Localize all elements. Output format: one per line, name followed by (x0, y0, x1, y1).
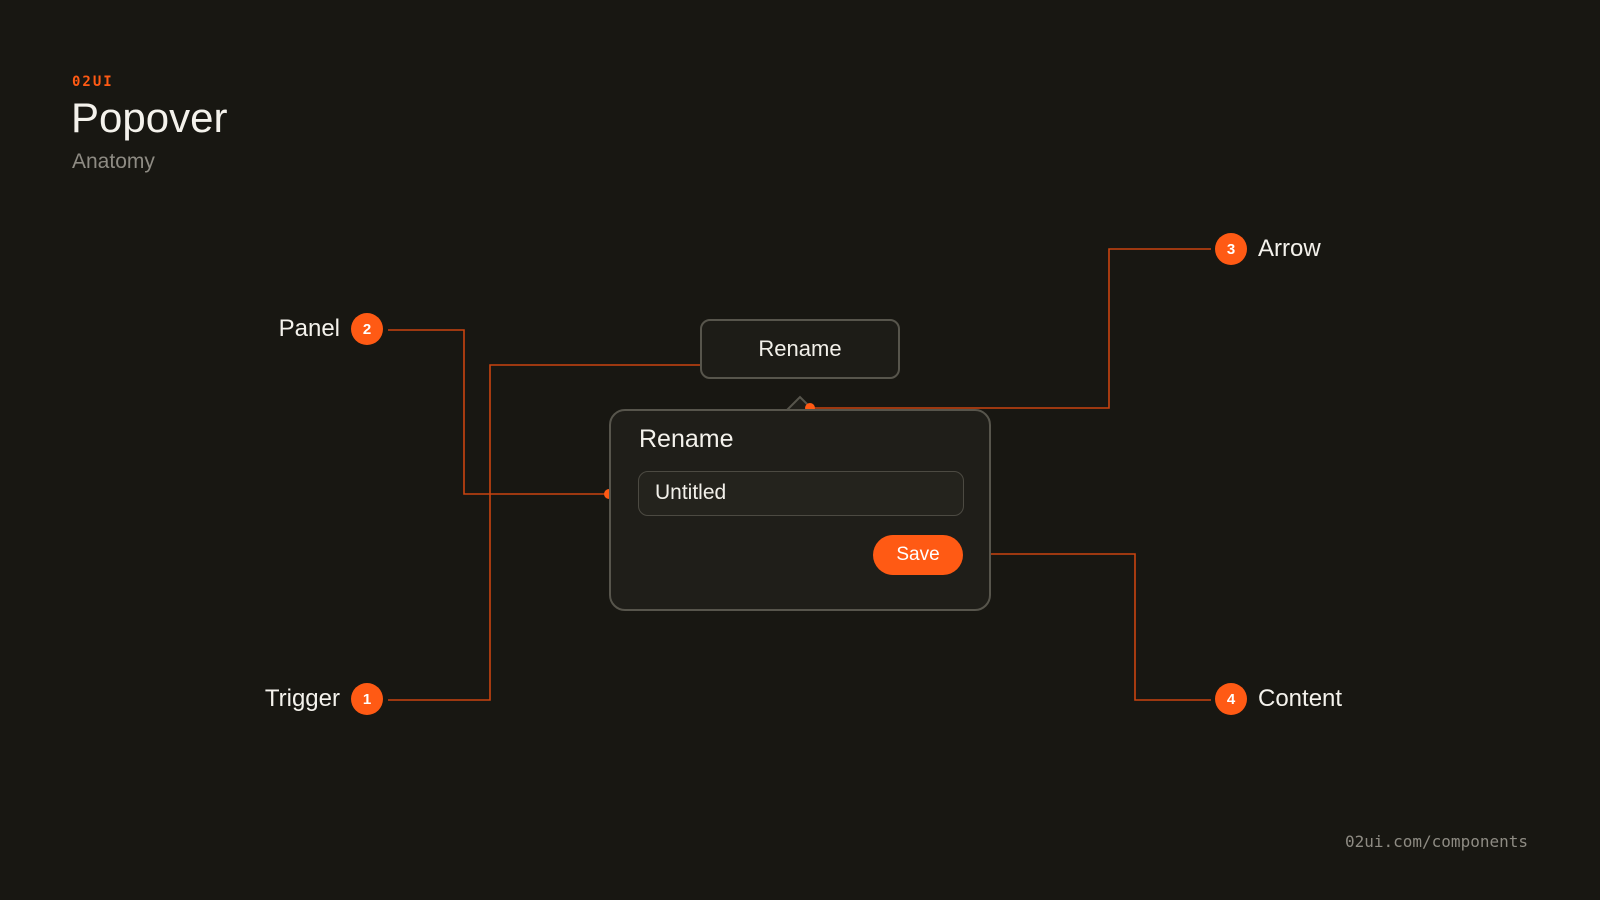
callout-badge-arrow: 3 (1215, 233, 1247, 265)
brand-label: 02UI (72, 74, 114, 90)
footer-url: 02ui.com/components (1344, 832, 1528, 851)
callout-badge-trigger: 1 (351, 683, 383, 715)
callout-panel: Panel 2 (279, 313, 383, 345)
panel-title: Rename (639, 425, 734, 453)
callout-content: 4 Content (1215, 683, 1342, 715)
popover-panel: Rename Untitled Save (609, 409, 991, 611)
leader-line-arrow (810, 248, 1211, 409)
leader-line-content (991, 553, 1211, 701)
callout-arrow: 3 Arrow (1215, 233, 1321, 265)
callout-trigger: Trigger 1 (265, 683, 383, 715)
callout-badge-panel: 2 (351, 313, 383, 345)
callout-label-panel: Panel (278, 315, 340, 342)
callout-label-trigger: Trigger (264, 685, 340, 712)
trigger-label: Rename (758, 336, 842, 361)
trigger-button[interactable]: Rename (700, 319, 900, 379)
callout-badge-content: 4 (1215, 683, 1247, 715)
page-subtitle: Anatomy (72, 150, 155, 173)
rename-input[interactable]: Untitled (638, 471, 964, 516)
leader-line-trigger (388, 364, 700, 701)
callout-label-content: Content (1258, 685, 1343, 712)
page-title: Popover (71, 94, 228, 141)
save-button[interactable]: Save (873, 535, 963, 575)
callout-label-arrow: Arrow (1258, 235, 1321, 262)
leader-line-panel (388, 329, 609, 495)
